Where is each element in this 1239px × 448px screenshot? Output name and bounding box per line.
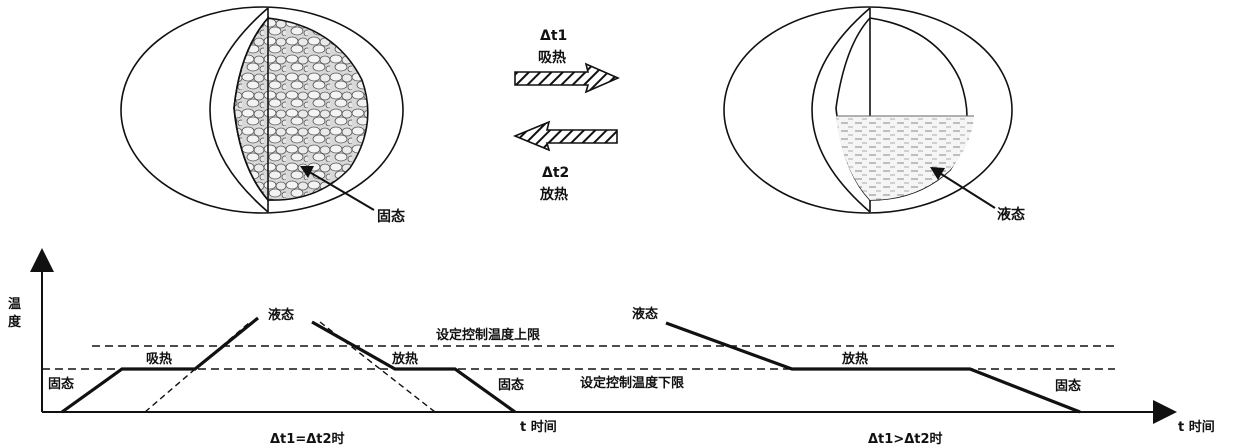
y-label-2: 度 — [8, 314, 22, 330]
liquid-pointer — [937, 171, 996, 209]
left-arrow — [512, 120, 618, 152]
absorb-label: 吸热 — [538, 49, 566, 66]
lower-limit-label: 设定控制温度下限 — [580, 375, 685, 391]
liquid-capsule — [723, 6, 1013, 214]
left-liquid: 液态 — [268, 307, 294, 323]
right-release: 放热 — [841, 351, 868, 367]
curve-greater — [665, 321, 1081, 414]
right-solid-end: 固态 — [1055, 378, 1081, 394]
upper-limit-label: 设定控制温度上限 — [436, 327, 541, 343]
right-arrow — [514, 62, 620, 94]
solid-capsule — [120, 6, 404, 214]
release-label: 放热 — [539, 186, 568, 203]
left-release: 放热 — [391, 351, 418, 367]
right-liquid: 液态 — [632, 306, 658, 322]
liquid-material — [836, 116, 974, 200]
liquid-label: 液态 — [997, 206, 1025, 223]
left-solid-end: 固态 — [498, 377, 524, 393]
left-caption: Δt1=Δt2时 — [270, 431, 345, 447]
curve-equal — [61, 316, 516, 414]
left-axis-time: t 时间 — [520, 419, 557, 435]
right-caption: Δt1>Δt2时 — [868, 431, 943, 447]
left-solid-start: 固态 — [48, 376, 74, 392]
inner-shell — [209, 7, 269, 213]
solid-label: 固态 — [377, 208, 405, 225]
right-axis-time: t 时间 — [1178, 419, 1215, 435]
dt2-label: Δt2 — [542, 165, 569, 181]
solid-pointer — [305, 169, 375, 211]
dt1-label: Δt1 — [540, 28, 567, 44]
y-label-1: 温 — [8, 297, 21, 312]
left-absorb: 吸热 — [146, 351, 172, 367]
